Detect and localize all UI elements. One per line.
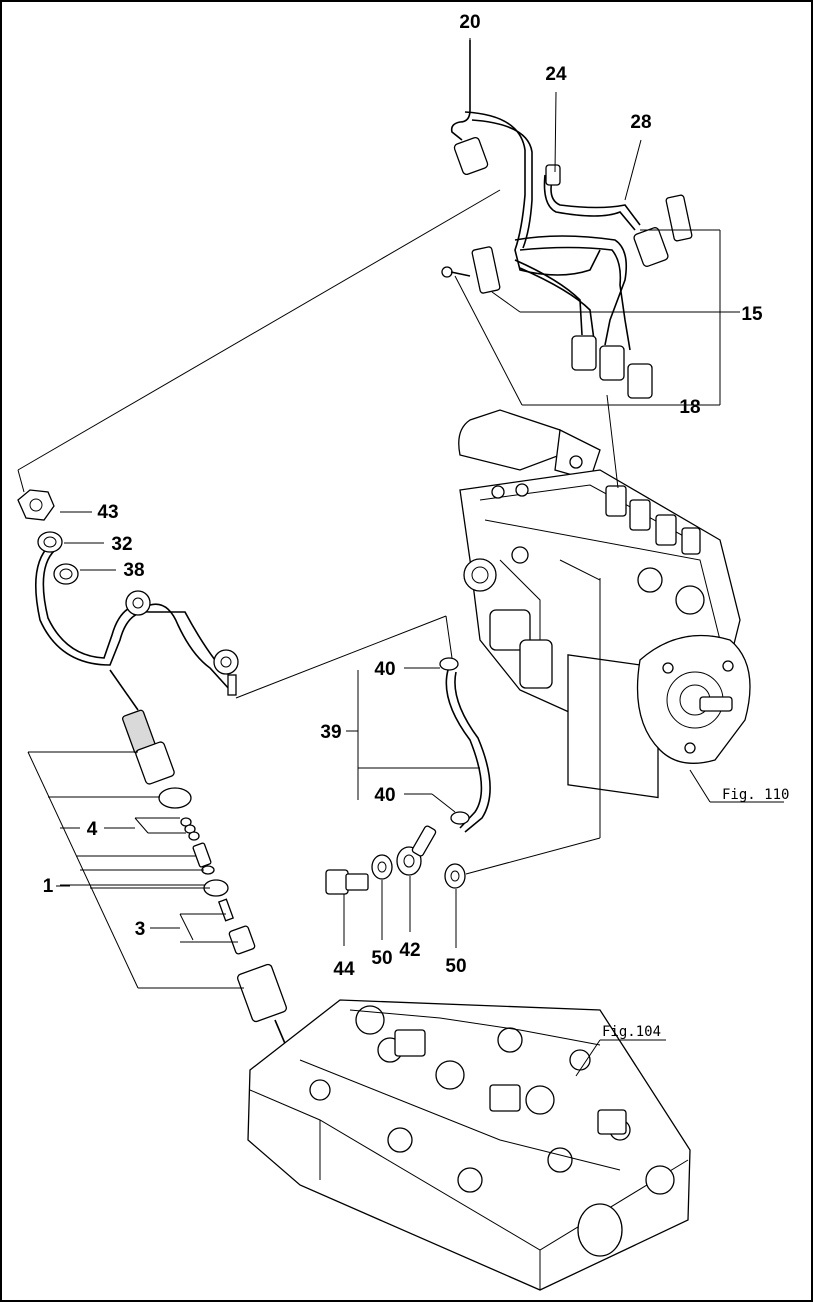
callout-44: 44 xyxy=(333,959,355,980)
eye-fitting-42 xyxy=(396,846,422,876)
callout-20: 20 xyxy=(459,12,480,33)
callout-32: 32 xyxy=(111,534,132,555)
callout-1: 1 xyxy=(43,876,54,897)
leader-lines xyxy=(17,38,784,803)
figure-references: Fig. 110 Fig.104 xyxy=(602,787,789,1040)
callout-15: 15 xyxy=(741,304,763,325)
injection-pump xyxy=(458,409,751,799)
callout-43: 43 xyxy=(97,502,118,523)
callout-28: 28 xyxy=(630,112,651,133)
callout-40-upper: 40 xyxy=(374,659,395,680)
pipe-nut xyxy=(599,345,625,381)
pipe-clamp xyxy=(471,246,501,294)
callout-labels: 20 24 28 15 18 43 32 38 40 39 40 4 1 3 4… xyxy=(43,12,763,980)
leak-pipe xyxy=(235,578,601,948)
injection-pipes xyxy=(441,40,693,399)
callout-50-left: 50 xyxy=(371,948,392,969)
callout-18: 18 xyxy=(679,397,700,418)
label-stubs xyxy=(56,511,180,929)
callout-40-lower: 40 xyxy=(374,785,395,806)
pipe-nut-small xyxy=(545,164,561,186)
pipe-nut xyxy=(627,363,653,399)
callout-50-right: 50 xyxy=(445,956,466,977)
hose-clip xyxy=(450,811,470,825)
pipe-nut-43 xyxy=(17,489,55,521)
cylinder-head xyxy=(247,999,691,1291)
clamp-bolt xyxy=(441,266,453,278)
hose-clip xyxy=(439,657,459,671)
callout-24: 24 xyxy=(545,64,567,85)
pipe-clamp xyxy=(665,194,693,242)
pipe-nut xyxy=(571,335,597,371)
nozzle-assembly xyxy=(17,489,293,1061)
eye-bolt-44 xyxy=(325,869,349,895)
washer-50 xyxy=(371,854,393,880)
pipe-nut xyxy=(633,227,669,267)
callout-4: 4 xyxy=(87,819,98,840)
callout-3: 3 xyxy=(135,919,146,940)
figref-pump: Fig. 110 xyxy=(722,787,789,803)
callout-38: 38 xyxy=(123,560,144,581)
callout-39: 39 xyxy=(320,722,341,743)
sleeve-32 xyxy=(37,531,63,553)
seal-38 xyxy=(53,563,79,585)
pipe-nut xyxy=(453,136,489,176)
figref-cylinder-head: Fig.104 xyxy=(602,1024,661,1040)
callout-42: 42 xyxy=(399,940,420,961)
washer-50b xyxy=(444,863,466,889)
